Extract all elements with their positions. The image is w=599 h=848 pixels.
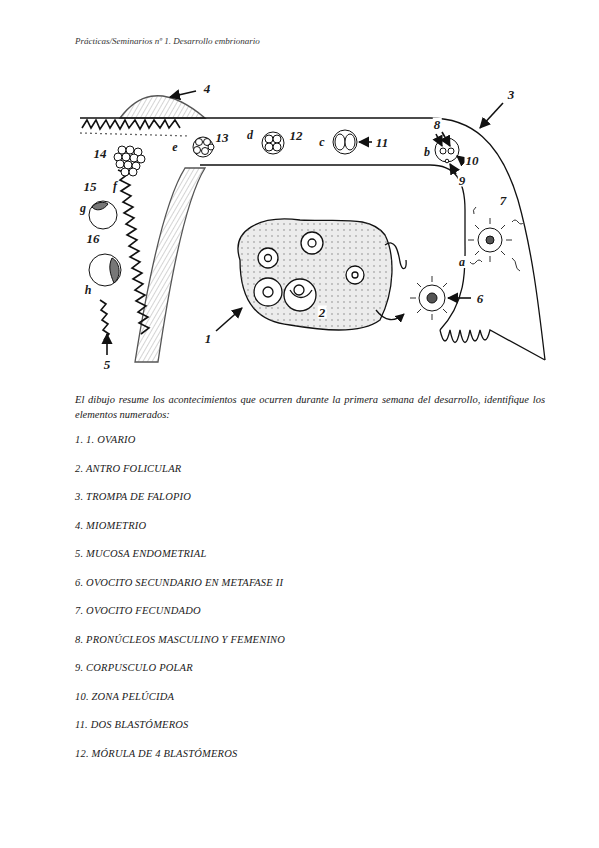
callout-number: 14 [93, 147, 108, 160]
leader-arrows [107, 91, 503, 355]
callout-number: 5 [103, 358, 112, 371]
stage-letter: h [84, 284, 93, 296]
callout-number: 1 [204, 332, 213, 345]
answer-item: 7. OVOCITO FECUNDADO [75, 605, 201, 616]
answer-item: 9. CORPUSCULO POLAR [75, 662, 193, 673]
answer-item: 12. MÓRULA DE 4 BLASTÓMEROS [75, 748, 237, 759]
callout-number: 12 [289, 129, 304, 142]
callout-number: 16 [86, 232, 101, 245]
callout-number: 15 [83, 180, 98, 193]
callout-number: 10 [465, 154, 480, 167]
stage-letter: b [423, 146, 431, 158]
answer-item: 6. OVOCITO SECUNDARIO EN METAFASE II [75, 577, 283, 588]
callout-number: 9 [458, 174, 467, 187]
answer-item: 10. ZONA PELÚCIDA [75, 691, 174, 702]
answer-item: 2. ANTRO FOLICULAR [75, 463, 181, 474]
running-header: Prácticas/Seminarios nº 1. Desarrollo em… [75, 36, 260, 46]
embryo-stages [89, 130, 524, 320]
answer-item: 8. PRONÚCLEOS MASCULINO Y FEMENINO [75, 634, 285, 645]
callout-number: 6 [476, 292, 485, 305]
stage-letter: d [246, 129, 254, 141]
callout-number: 7 [499, 194, 508, 207]
uterus-and-tube [80, 96, 545, 362]
answer-item: 3. TROMPA DE FALOPIO [75, 491, 191, 502]
stage-letter: a [458, 256, 466, 268]
answer-item: 1. 1. OVARIO [75, 434, 136, 445]
stage-letter: c [318, 136, 325, 148]
answer-item: 11. DOS BLASTÓMEROS [75, 719, 189, 730]
callout-number: 2 [318, 306, 327, 319]
callout-number: 11 [375, 136, 389, 149]
instruction-text: El dibujo resume los acontecimientos que… [75, 392, 545, 422]
callout-number: 4 [203, 82, 212, 95]
answer-item: 5. MUCOSA ENDOMETRIAL [75, 548, 206, 559]
stage-letter: f [112, 180, 118, 192]
callout-number: 13 [215, 131, 230, 144]
answer-item: 4. MIOMETRIO [75, 520, 146, 531]
stage-letter: g [79, 202, 87, 214]
callout-number: 3 [507, 88, 516, 101]
callout-number: 8 [433, 118, 442, 131]
stage-letter: e [171, 141, 178, 153]
